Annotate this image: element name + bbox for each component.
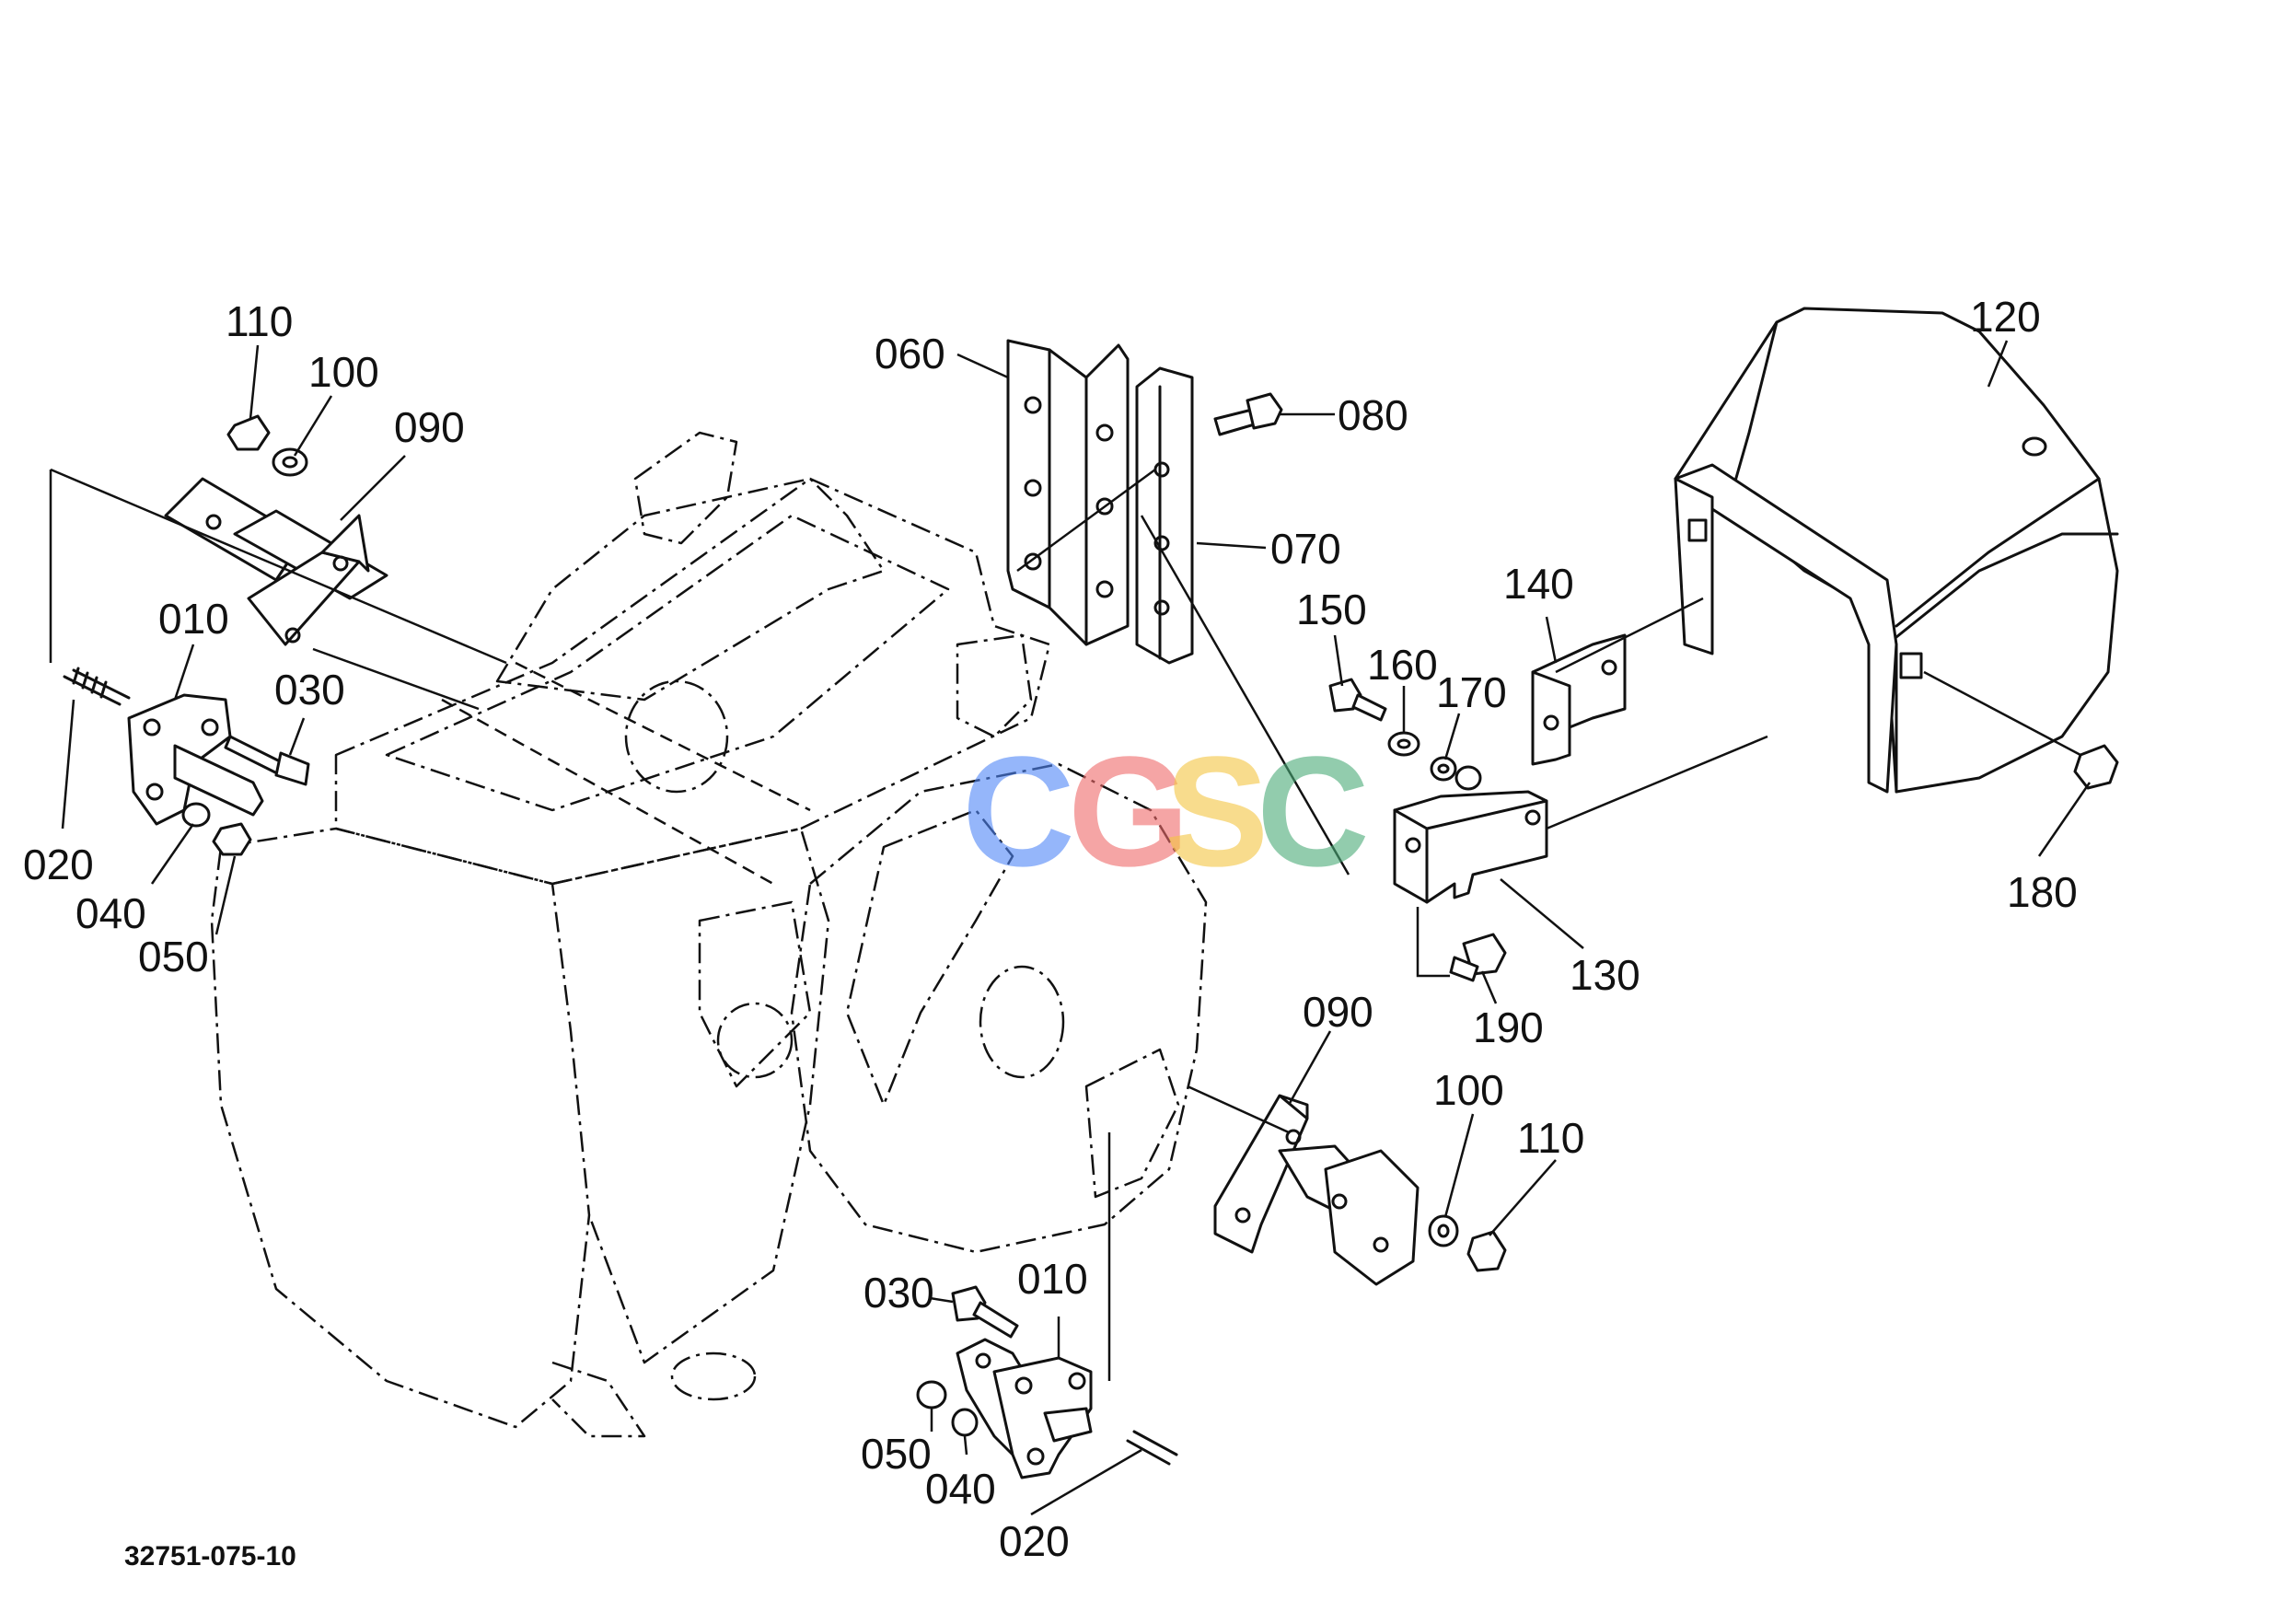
drawing-code: 32751-075-10 (124, 1541, 296, 1572)
muffler-cover-120 (1674, 307, 2119, 794)
bracket-130 (1393, 790, 1548, 904)
angle-bracket-070 (1016, 366, 1194, 665)
connector-line (1546, 735, 1768, 830)
part-labels: 110 100 090 010 030 020 040 050 060 070 … (23, 293, 2078, 1565)
part-label: 060 (875, 330, 945, 377)
watermark-letter-g: G (1068, 725, 1189, 899)
mount-bracket-top-left (63, 414, 388, 856)
watermark-letter-c2: C (1257, 725, 1370, 899)
part-label: 100 (308, 348, 379, 396)
bolt-190 (1449, 933, 1507, 982)
part-label: 010 (1017, 1255, 1088, 1303)
part-label: 020 (23, 841, 94, 888)
part-label: 030 (863, 1269, 934, 1317)
watermark-letter-s: S (1165, 725, 1269, 899)
part-label: 030 (274, 666, 345, 713)
bolt-080 (1213, 392, 1283, 436)
mount-bracket-bottom-right (1187, 1085, 1507, 1286)
part-label: 100 (1433, 1066, 1504, 1114)
part-label: 010 (158, 595, 229, 643)
label-leaders (61, 340, 2092, 1516)
connector-line (1555, 597, 1704, 674)
engine-body (210, 431, 1208, 1438)
angle-bracket-060 (1006, 339, 1130, 646)
part-label: 090 (394, 403, 465, 451)
connector-line (1416, 907, 1450, 978)
part-label: 040 (925, 1465, 996, 1513)
connector-line (50, 468, 507, 665)
connector-line (1140, 515, 1350, 876)
part-label: 020 (999, 1517, 1070, 1565)
part-label: 140 (1503, 560, 1574, 608)
part-label: 150 (1296, 586, 1367, 633)
part-label: 040 (75, 889, 146, 937)
part-label: 130 (1570, 951, 1640, 999)
part-label: 050 (138, 933, 209, 980)
bracket-140 (1531, 633, 1627, 766)
watermark: C G S C (962, 725, 1370, 899)
washer-160 (1387, 731, 1420, 757)
connector-line (1923, 670, 2081, 757)
part-label: 090 (1303, 988, 1373, 1036)
part-label: 120 (1970, 293, 2041, 341)
watermark-letter-c1: C (962, 725, 1075, 899)
bolt-150 (1328, 678, 1387, 722)
part-label: 190 (1473, 1003, 1544, 1051)
mount-plate-bottom (916, 1285, 1178, 1479)
part-label: 070 (1270, 525, 1341, 573)
part-label: 080 (1338, 391, 1408, 439)
connector-line (312, 647, 480, 711)
nut-180 (2073, 744, 2119, 790)
part-label: 110 (226, 297, 293, 345)
part-label: 180 (2007, 868, 2078, 916)
part-label: 050 (861, 1430, 932, 1478)
part-label: 110 (1517, 1114, 1584, 1162)
washer-170 (1430, 756, 1482, 791)
part-label: 170 (1436, 668, 1507, 716)
part-label: 160 (1367, 641, 1438, 689)
